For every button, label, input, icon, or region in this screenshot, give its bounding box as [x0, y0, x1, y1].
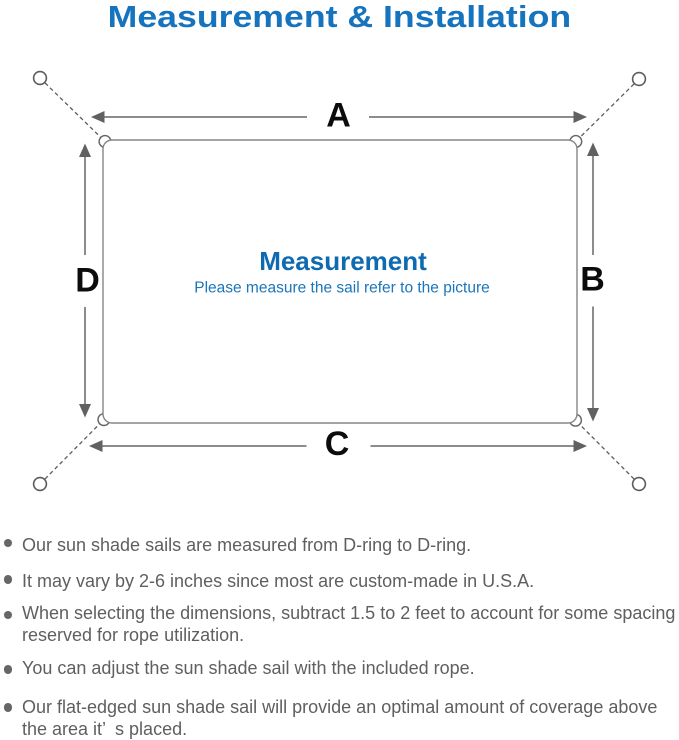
svg-text:C: C: [325, 425, 350, 463]
svg-text:Measurement: Measurement: [259, 246, 427, 276]
svg-text:A: A: [326, 97, 351, 135]
svg-text:D: D: [75, 262, 100, 300]
svg-text:B: B: [580, 261, 605, 299]
svg-text:Please measure the sail refer: Please measure the sail refer to the pic…: [194, 280, 490, 297]
